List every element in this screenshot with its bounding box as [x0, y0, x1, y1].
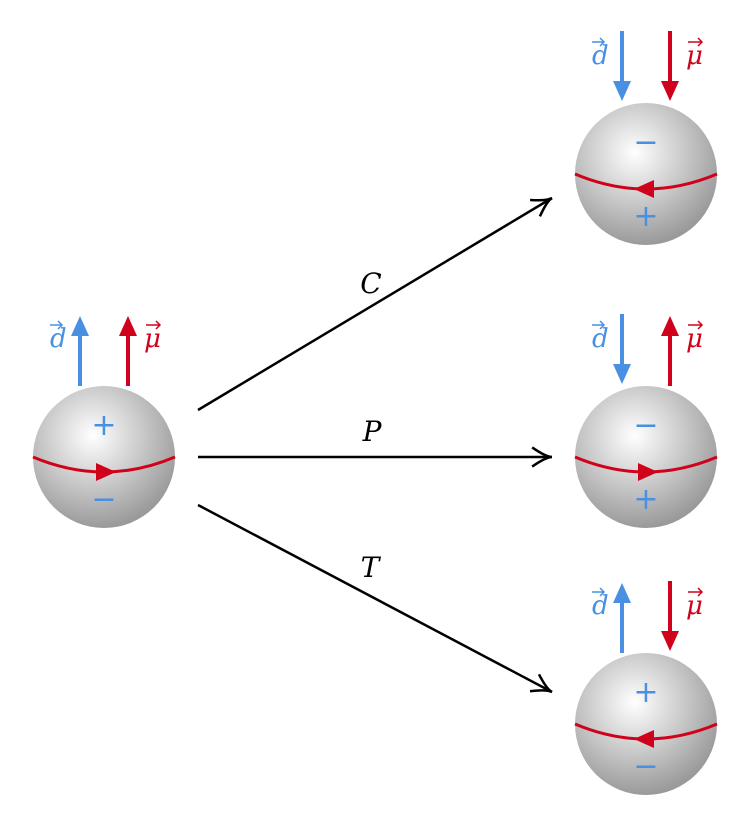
arrowhead-icon [530, 196, 553, 217]
transform-arrow-line [197, 196, 553, 412]
transformed-particle-c: d μ − + [574, 31, 718, 245]
dipole-label: d [592, 41, 609, 71]
bottom-charge-sign: − [633, 749, 658, 784]
arrowhead-icon [531, 446, 553, 468]
bottom-charge-sign: + [633, 482, 658, 517]
transform-label: T [361, 551, 382, 584]
dipole-vector-arrow-head [613, 583, 631, 603]
vector-hat-icon [592, 587, 606, 597]
vector-hat-icon [688, 320, 704, 330]
current-direction-arrowhead [638, 463, 658, 481]
magnetic-moment-arrow-head [661, 316, 679, 336]
top-charge-sign: + [91, 408, 116, 443]
magnetic-moment-label: μ [686, 591, 703, 621]
current-direction-arrowhead [96, 463, 116, 481]
magnetic-moment-label: μ [144, 324, 161, 354]
magnetic-moment-label: μ [686, 324, 703, 354]
magnetic-moment-arrow-head [119, 316, 137, 336]
dipole-vector-arrow-head [613, 81, 631, 101]
top-charge-sign: − [633, 125, 658, 160]
particle-sphere [33, 386, 175, 528]
transform-label: C [360, 267, 381, 300]
source-particle: d μ + − [32, 316, 176, 528]
vector-hat-icon [592, 37, 606, 47]
magnetic-moment-arrow-head [661, 631, 679, 651]
bottom-charge-sign: + [633, 199, 658, 234]
top-charge-sign: − [633, 408, 658, 443]
dipole-label: d [592, 324, 609, 354]
transform-arrow-p: P [198, 415, 553, 468]
vector-hat-icon [592, 320, 606, 330]
dipole-vector-arrow-head [71, 316, 89, 336]
transformed-particle-t: d μ + − [574, 581, 718, 795]
transform-arrow-line [197, 503, 553, 694]
dipole-label: d [50, 324, 67, 354]
magnetic-moment-label: μ [686, 41, 703, 71]
magnetic-moment-arrow-head [661, 81, 679, 101]
transform-label: P [362, 415, 383, 448]
particle-sphere [575, 386, 717, 528]
vector-hat-icon [146, 320, 162, 330]
particle-sphere [575, 653, 717, 795]
current-direction-arrowhead [634, 730, 654, 748]
bottom-charge-sign: − [91, 482, 116, 517]
vector-hat-icon [688, 587, 704, 597]
top-charge-sign: + [633, 675, 658, 710]
arrowhead-icon [529, 673, 553, 694]
transform-arrow-c: C [197, 196, 553, 412]
current-direction-arrowhead [634, 180, 654, 198]
dipole-vector-arrow-head [613, 364, 631, 384]
dipole-label: d [592, 591, 609, 621]
transformed-particle-p: d μ − + [574, 314, 718, 528]
transform-arrow-t: T [197, 503, 553, 694]
vector-hat-icon [50, 320, 64, 330]
vector-hat-icon [688, 37, 704, 47]
particle-sphere [575, 103, 717, 245]
